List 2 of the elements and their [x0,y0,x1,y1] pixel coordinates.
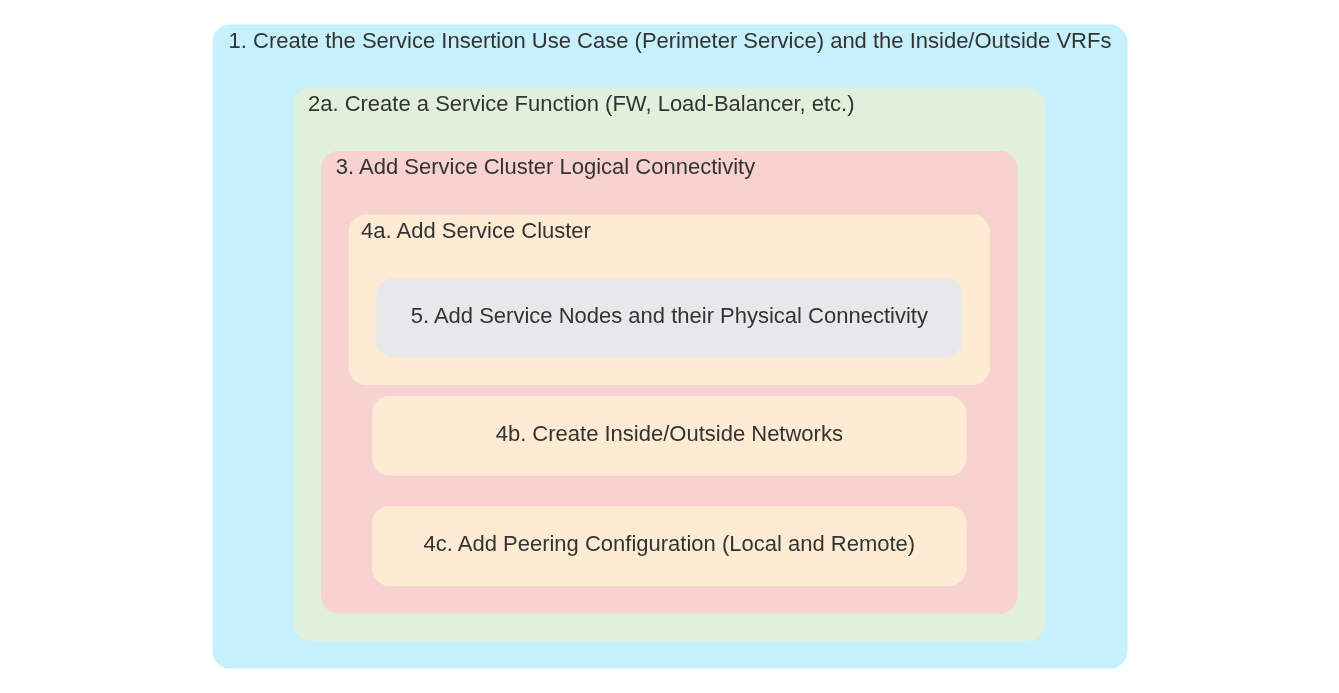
node-box: 4b. Create Inside/Outside Networks [371,396,966,476]
node-box: 4c. Add Peering Configuration (Local and Remote) [371,506,966,586]
